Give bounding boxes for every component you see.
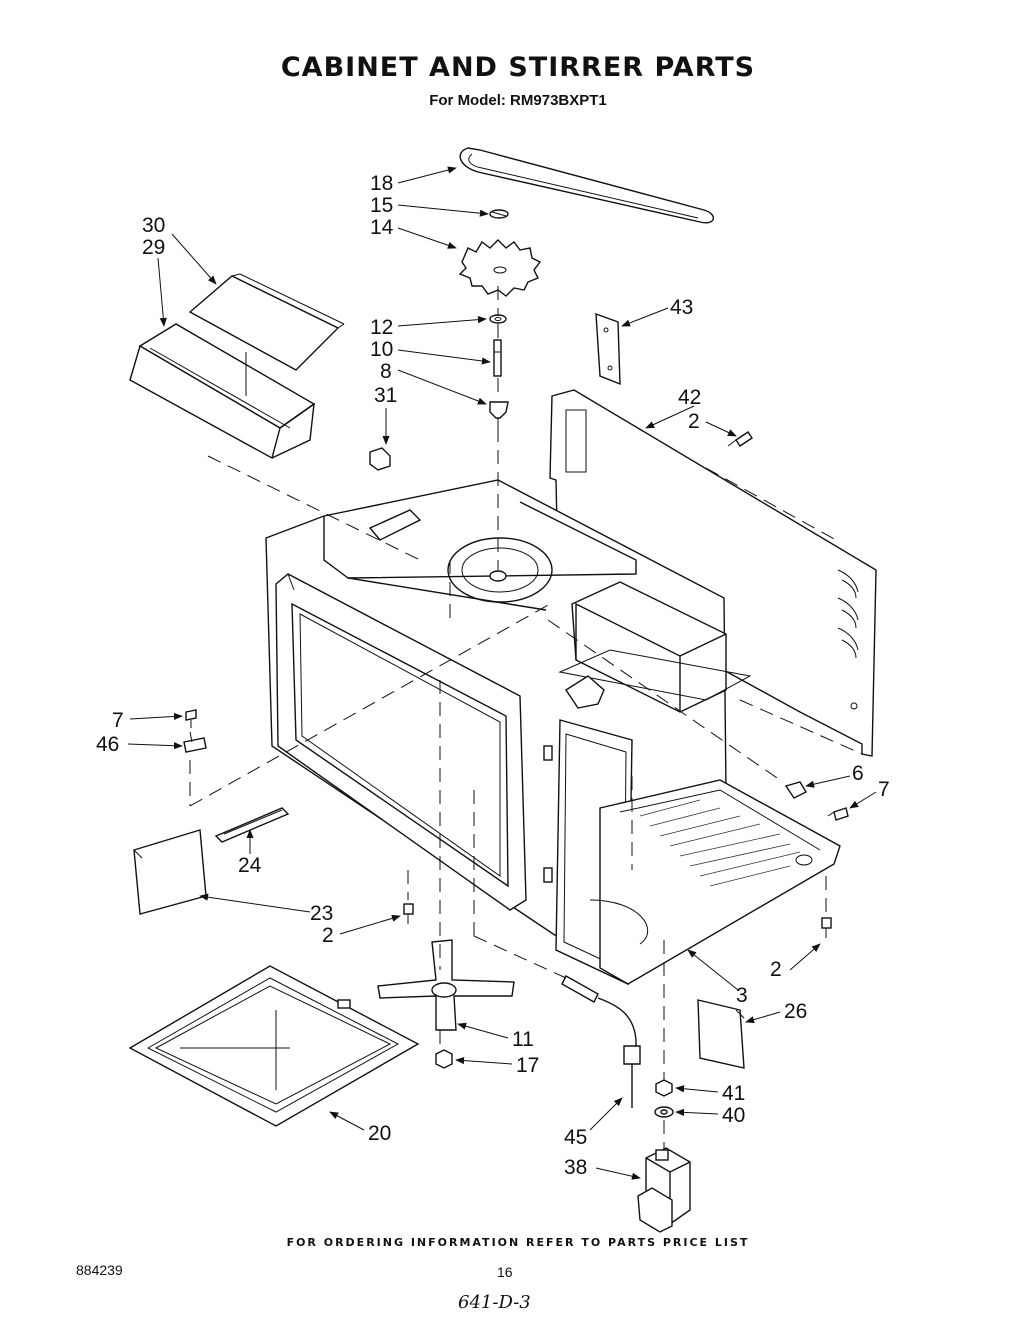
part-12-washer [489, 314, 507, 324]
callout-20: 20 [368, 1122, 391, 1145]
part-2-screw-top [727, 431, 753, 447]
callout-41: 41 [722, 1082, 745, 1105]
callout-10: 10 [370, 338, 393, 361]
ordering-footer: FOR ORDERING INFORMATION REFER TO PARTS … [286, 1236, 750, 1249]
callout-2-right: 2 [770, 958, 782, 981]
callout-15: 15 [370, 194, 393, 217]
part-23-cover-panel [133, 829, 207, 915]
callout-labels: 18 15 14 30 29 12 10 8 31 43 42 2 7 46 6… [96, 172, 890, 1179]
callout-7-left: 7 [112, 709, 124, 732]
page-number: 16 [497, 1264, 513, 1280]
callout-6: 6 [852, 762, 864, 785]
callout-42: 42 [678, 386, 701, 409]
handwritten-note: 641-D-3 [458, 1292, 531, 1313]
part-42-back-panel [549, 389, 877, 757]
callout-38: 38 [564, 1156, 587, 1179]
callout-leaders [127, 166, 877, 1180]
callout-43: 43 [670, 296, 693, 319]
part-7-screw-left [185, 709, 197, 728]
callout-26: 26 [784, 1000, 807, 1023]
callout-2-top: 2 [688, 410, 700, 433]
part-7-screw-right [827, 807, 849, 821]
callout-45: 45 [564, 1126, 587, 1149]
part-29-duct [129, 323, 316, 460]
part-24-seal-strip [214, 807, 290, 843]
bottom-vent-grille [639, 799, 801, 887]
part-8-bushing [489, 401, 509, 428]
part-14-stirrer-pulley [458, 239, 542, 297]
part-17-nut [435, 1049, 453, 1069]
page-title: CABINET AND STIRRER PARTS [280, 52, 756, 83]
explosion-lines [189, 286, 863, 1150]
callout-2-left: 2 [322, 924, 334, 947]
part-2-screw-left [403, 903, 414, 924]
part-38-stirrer-motor [637, 1147, 691, 1233]
part-front-frame [275, 573, 527, 911]
callout-11: 11 [512, 1028, 534, 1051]
callout-40: 40 [722, 1104, 745, 1127]
part-30-duct-cover [188, 273, 345, 371]
callout-31: 31 [374, 384, 397, 407]
part-11-stirrer-blade [377, 939, 515, 1031]
part-6-clip [784, 781, 807, 799]
part-31-clip [369, 447, 391, 471]
callout-17: 17 [516, 1054, 539, 1077]
callout-18: 18 [370, 172, 393, 195]
part-10-shaft [493, 339, 502, 377]
callout-24: 24 [238, 854, 262, 877]
part-46-latch [183, 731, 207, 753]
part-20-tray [128, 965, 420, 1127]
part-cavity-base-3 [543, 719, 841, 986]
callout-23: 23 [310, 902, 333, 925]
callout-29: 29 [142, 236, 165, 259]
callout-3: 3 [736, 984, 748, 1007]
part-45-probe [561, 975, 641, 1108]
part-26-cover [697, 999, 745, 1069]
part-43-bracket [595, 312, 621, 386]
part-15-clip [489, 209, 509, 219]
part-magnetron-assembly [558, 581, 752, 713]
model-subtitle: For Model: RM973BXPT1 [429, 92, 607, 109]
part-40-washer [654, 1106, 674, 1118]
part-18-belt [459, 147, 714, 224]
callout-7-right: 7 [878, 778, 890, 801]
part-2-screw-right [821, 917, 832, 938]
callout-12: 12 [370, 316, 393, 339]
document-number: 884239 [76, 1262, 123, 1278]
callout-46: 46 [96, 733, 119, 756]
callout-8: 8 [380, 360, 392, 383]
callout-30: 30 [142, 214, 165, 237]
callout-14: 14 [370, 216, 394, 239]
part-41-nut [655, 1079, 673, 1097]
